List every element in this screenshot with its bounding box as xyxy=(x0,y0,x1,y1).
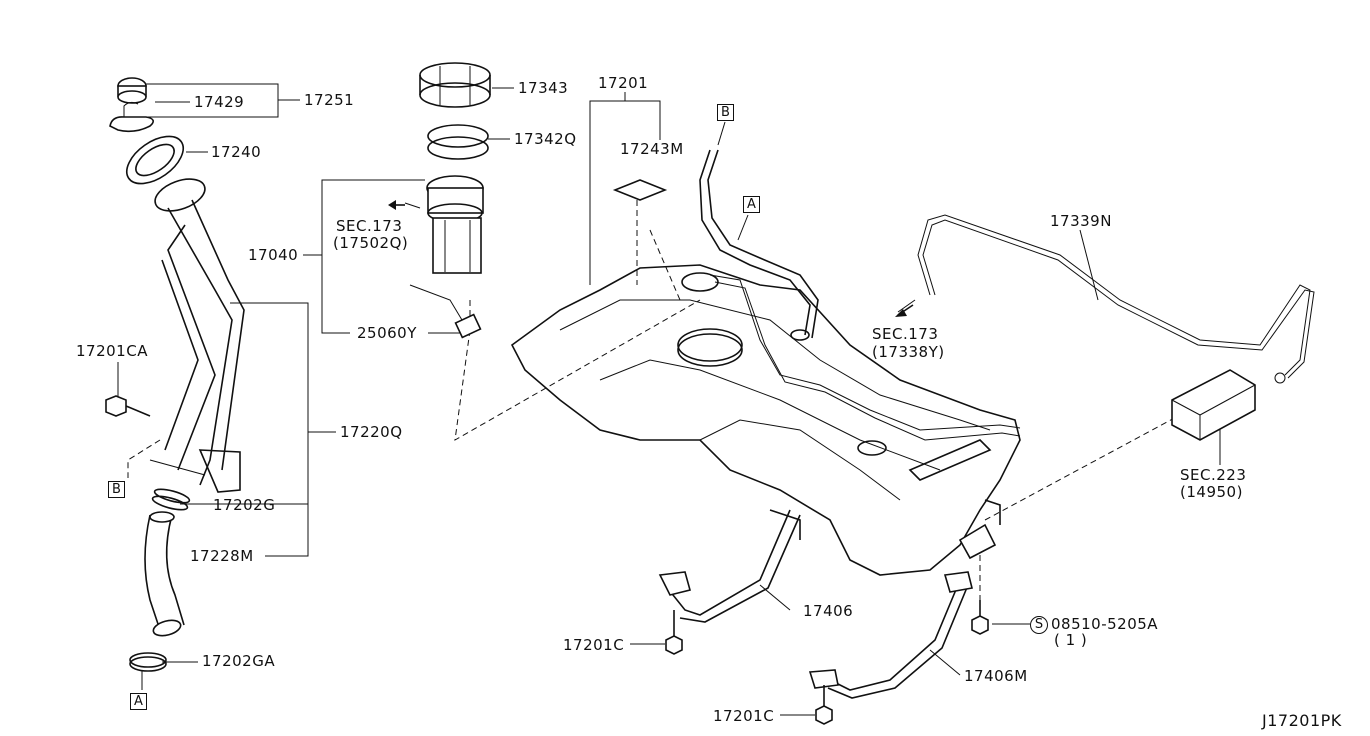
part-label-25060y: 25060Y xyxy=(357,324,417,342)
ref-box-a-bottom: A xyxy=(130,693,147,710)
part-label-17201ca: 17201CA xyxy=(76,342,148,360)
tank-strap-17406m xyxy=(808,571,973,699)
section-ref-223-line2: (14950) xyxy=(1180,483,1243,501)
pump-seal xyxy=(427,124,489,160)
section-ref-173-tube-line2: (17338Y) xyxy=(872,343,945,361)
part-label-17240: 17240 xyxy=(211,143,262,161)
part-label-08510-5205a: 08510-5205A xyxy=(1051,615,1159,633)
bolt-17201c-upper xyxy=(665,610,683,655)
part-label-17228m: 17228M xyxy=(190,547,254,565)
part-label-17251: 17251 xyxy=(304,91,355,109)
fuel-tank xyxy=(510,264,1021,576)
part-label-17220q: 17220Q xyxy=(340,423,403,441)
tank-bracket xyxy=(958,499,1001,560)
part-label-17201c-lower: 17201C xyxy=(713,707,775,725)
part-label-17202g: 17202G xyxy=(213,496,276,514)
ref-box-b-top: B xyxy=(717,104,734,121)
section-arrows xyxy=(388,200,914,317)
section-ref-173-tube-line1: SEC.173 xyxy=(872,325,939,343)
section-ref-173-pump-line2: (17502Q) xyxy=(333,234,409,252)
part-label-17202ga: 17202GA xyxy=(202,652,276,670)
bolt-08510 xyxy=(971,600,989,635)
bolt-17201ca xyxy=(105,395,151,417)
evap-canister xyxy=(1171,369,1286,441)
bolt-17201c-lower xyxy=(815,685,833,725)
part-label-17201: 17201 xyxy=(598,74,649,92)
tank-strap-17406 xyxy=(658,509,801,623)
filler-tube xyxy=(149,178,245,493)
screw-symbol-s: S xyxy=(1030,616,1048,634)
sender-plate xyxy=(612,179,668,201)
dashed-guides xyxy=(127,200,1181,600)
part-label-17040: 17040 xyxy=(248,246,299,264)
fuel-pump-module xyxy=(404,175,484,339)
section-ref-223-line1: SEC.223 xyxy=(1180,466,1247,484)
evap-tube xyxy=(897,214,1315,379)
part-label-17343: 17343 xyxy=(518,79,569,97)
part-label-17243m: 17243M xyxy=(620,140,684,158)
part-label-17201c-upper: 17201C xyxy=(563,636,625,654)
part-label-17429: 17429 xyxy=(194,93,245,111)
vent-lines xyxy=(699,149,1021,441)
part-label-17342q: 17342Q xyxy=(514,130,577,148)
ref-box-b-left: B xyxy=(108,481,125,498)
fuel-filler-cap xyxy=(109,77,184,185)
section-ref-173-pump-line1: SEC.173 xyxy=(336,217,403,235)
part-label-17406m: 17406M xyxy=(964,667,1028,685)
ref-box-a-top: A xyxy=(743,196,760,213)
part-label-17406: 17406 xyxy=(803,602,854,620)
leader-lines xyxy=(117,83,1221,716)
diagram-code: J17201PK xyxy=(1262,711,1342,730)
part-label-08510-qty: ( 1 ) xyxy=(1054,631,1088,649)
filler-hose xyxy=(129,488,191,672)
part-label-17339n: 17339N xyxy=(1050,212,1112,230)
lock-ring xyxy=(419,62,491,108)
